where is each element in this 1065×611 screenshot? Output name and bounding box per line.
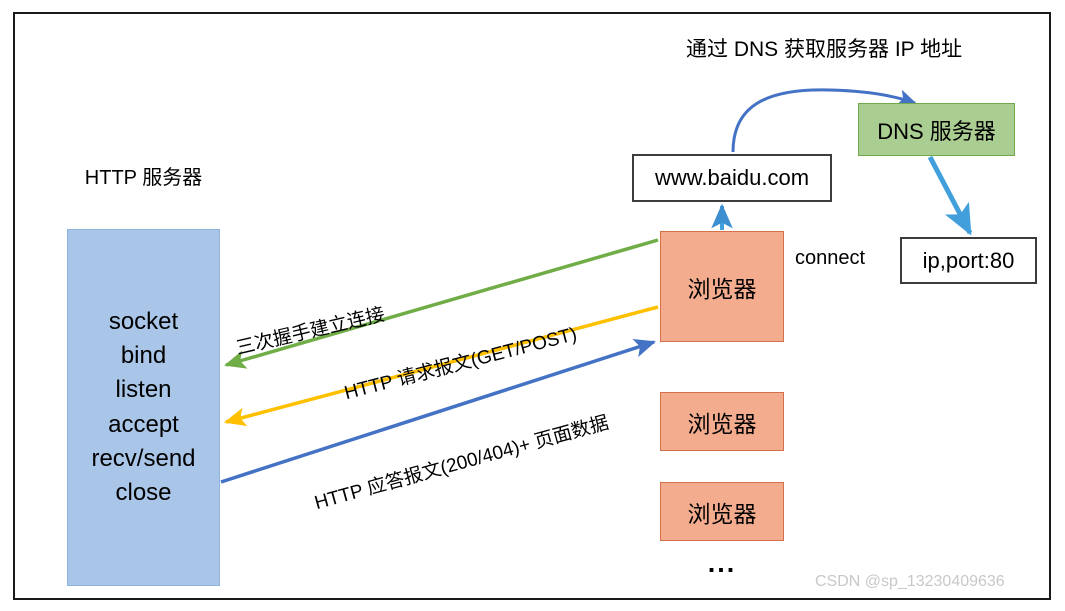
server-api-listen: listen [115, 376, 172, 404]
browser-box-third[interactable]: 浏览器 [660, 482, 784, 541]
server-api-close: close [115, 478, 172, 506]
browser-list-ellipsis: ... [707, 547, 737, 578]
connect-label: connect [795, 247, 866, 269]
dns-server-box[interactable]: DNS 服务器 [858, 103, 1015, 156]
server-api-recv-send: recv/send [91, 444, 196, 472]
server-api-accept: accept [108, 410, 179, 438]
http-server-box[interactable]: socket bind listen accept recv/send clos… [67, 229, 220, 586]
ip-port-box[interactable]: ip,port:80 [900, 237, 1037, 284]
server-api-socket: socket [108, 308, 179, 336]
url-box[interactable]: www.baidu.com [632, 154, 832, 202]
browser-box-second[interactable]: 浏览器 [660, 392, 784, 451]
dns-lookup-caption: 通过 DNS 获取服务器 IP 地址 [686, 38, 963, 61]
browser-box-primary[interactable]: 浏览器 [660, 231, 784, 342]
csdn-watermark: CSDN @sp_13230409636 [815, 573, 1005, 590]
server-api-bind: bind [120, 342, 167, 370]
http-server-title: HTTP 服务器 [84, 166, 203, 189]
